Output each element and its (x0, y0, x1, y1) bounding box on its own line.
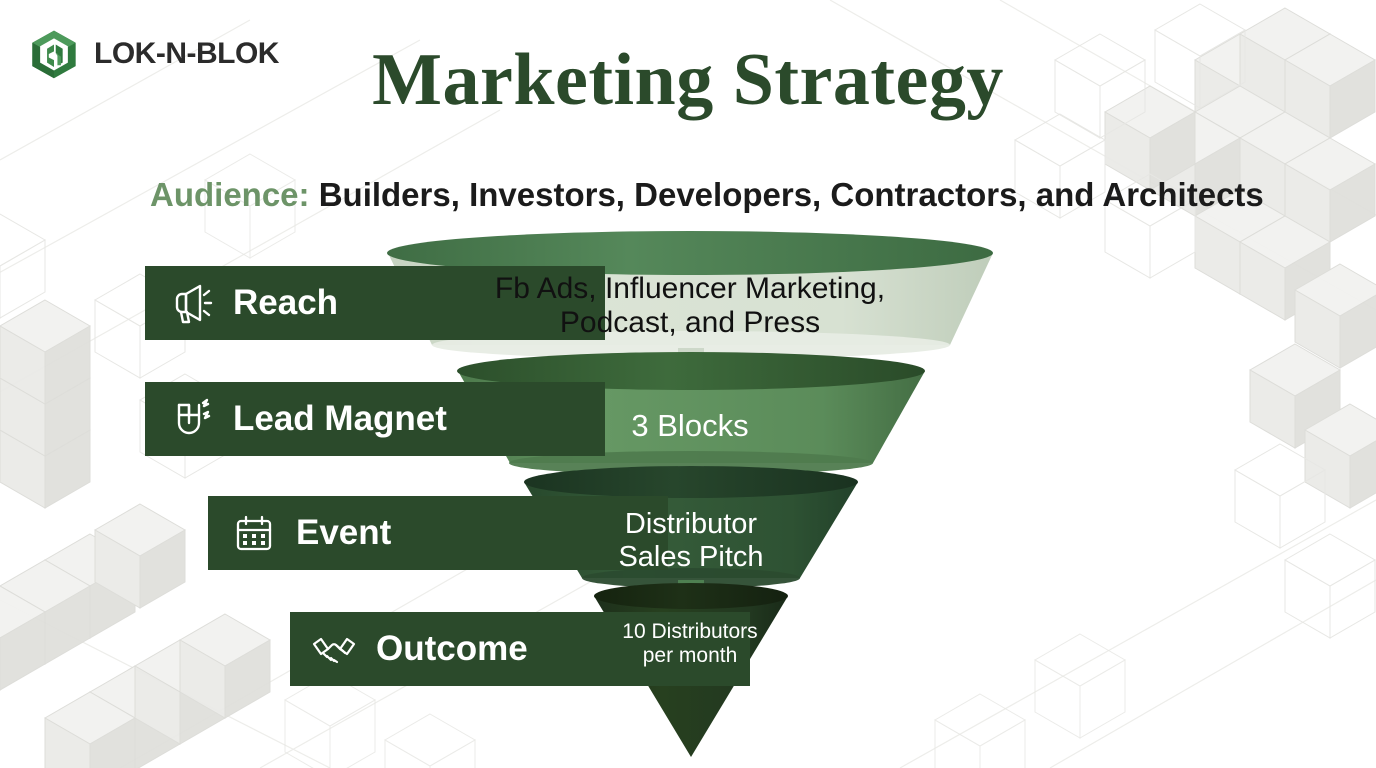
funnel-arrow-2 (668, 466, 714, 502)
audience-label: Audience: (150, 176, 310, 213)
stage-bar-reach[interactable]: Reach (145, 266, 605, 340)
stage-label: Outcome (376, 629, 528, 668)
stage-bar-event[interactable]: Event (208, 496, 668, 570)
handshake-icon (312, 637, 356, 664)
audience-value: Builders, Investors, Developers, Contrac… (318, 176, 1264, 213)
stage-bar-lead-magnet[interactable]: Lead Magnet (145, 382, 605, 456)
stage-label: Lead Magnet (233, 399, 447, 438)
stage-label: Event (296, 513, 392, 552)
calendar-icon (236, 515, 272, 551)
stage-label: Reach (233, 283, 339, 322)
funnel-arrow-1 (668, 348, 714, 386)
page-title: Marketing Strategy (372, 39, 1004, 121)
stage-bar-outcome[interactable]: Outcome (290, 612, 750, 686)
magnet-icon (177, 398, 211, 435)
audience-line: Audience: Builders, Investors, Developer… (150, 176, 1264, 214)
megaphone-icon (175, 284, 213, 324)
